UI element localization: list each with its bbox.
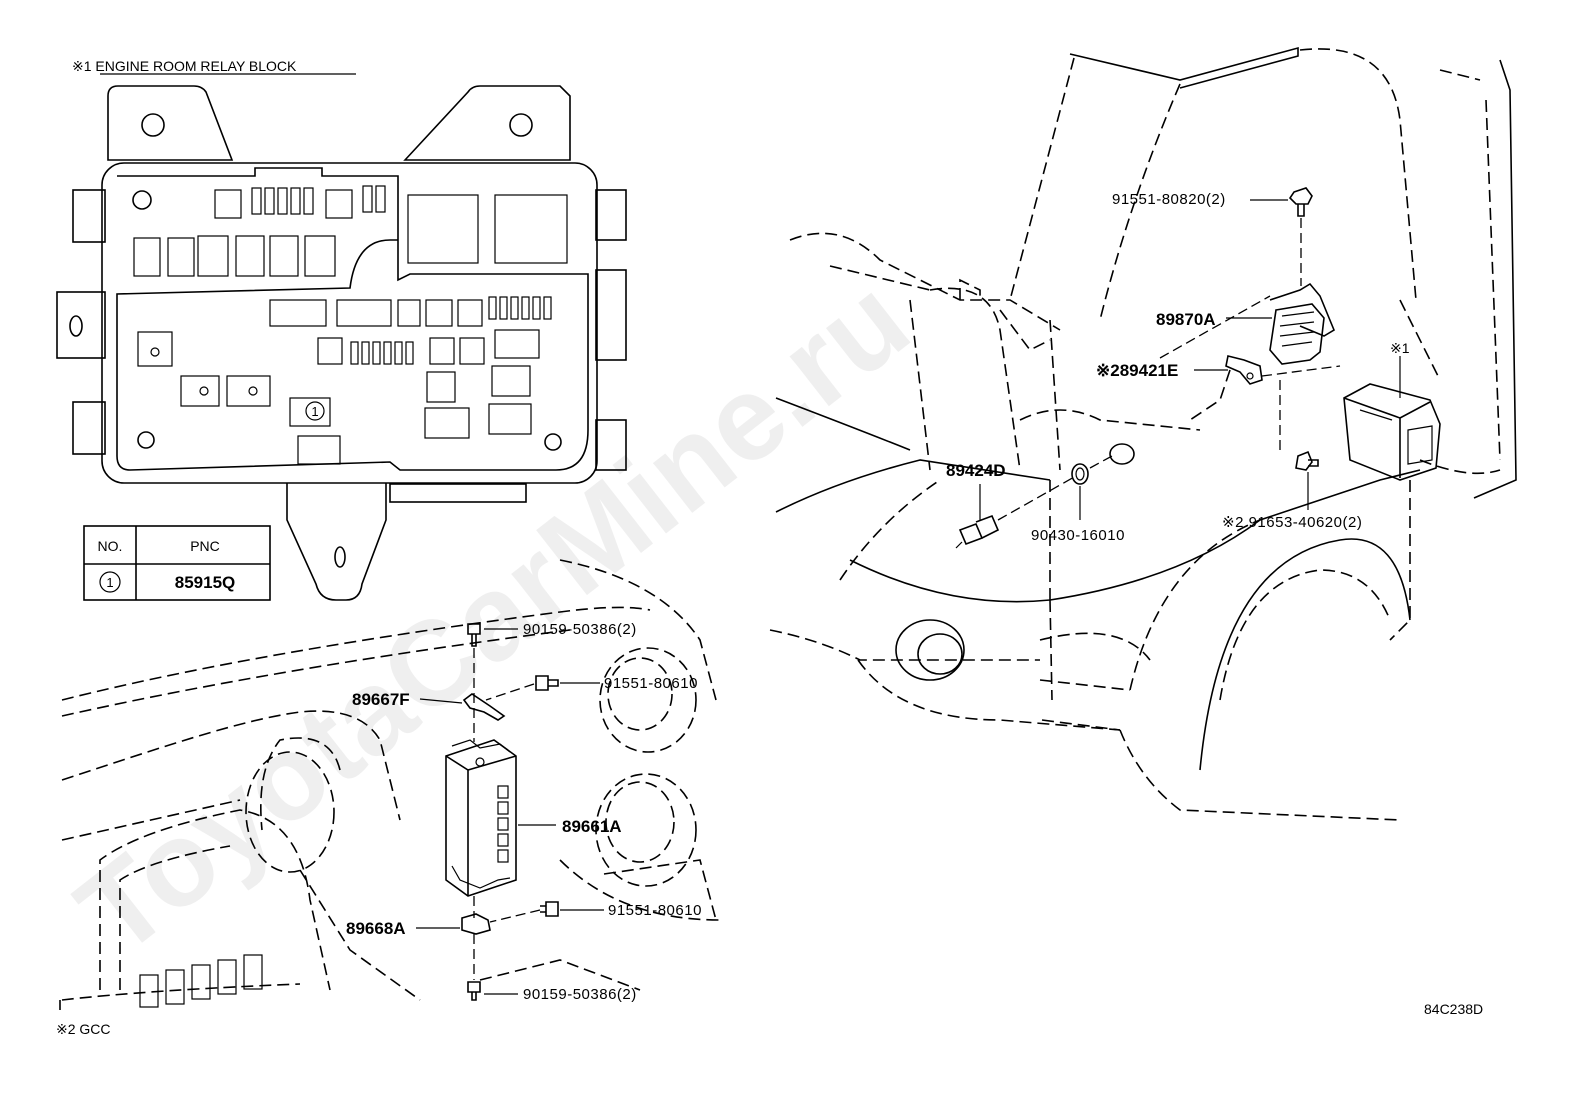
bolt-icon [535, 675, 559, 691]
label-screw-top: 90159-50386(2) [523, 621, 637, 638]
label-bolt-upper: 91551-80610 [604, 675, 698, 692]
svg-text:1: 1 [311, 404, 318, 419]
screw-icon [467, 981, 481, 1001]
relay-block-small-icon [1343, 383, 1441, 481]
bolt-icon [1288, 187, 1313, 217]
dashboard-illustration [59, 559, 721, 1010]
label-bracket-lower: 89668A [346, 919, 406, 938]
bracket-upper-icon [462, 693, 506, 721]
relay-block-ear-left [107, 85, 234, 161]
label-bolt-lower: 91551-80610 [608, 902, 702, 919]
sensor-89424D-icon [955, 514, 1000, 549]
table-cell-no: 1 [106, 575, 113, 590]
label-bolt-top: 91551-80820(2) [1112, 191, 1226, 208]
bracket-lower-icon [461, 913, 491, 935]
footnote: ※2 GCC [56, 1021, 111, 1037]
bolt-icon [540, 901, 559, 917]
note-1: ※1 [1390, 340, 1410, 356]
bracket-icon [1225, 355, 1263, 385]
label-bracket: ※289421E [1096, 361, 1178, 380]
table-header-no: NO. [98, 538, 123, 554]
label-bracket-upper: 89667F [352, 690, 410, 709]
gasket-icon [1071, 463, 1089, 485]
relay-block-body [101, 162, 598, 484]
label-ecu: 89870A [1156, 310, 1216, 329]
label-module: 89661A [562, 817, 622, 836]
label-screw-bottom: 90159-50386(2) [523, 986, 637, 1003]
table-cell-pnc: 85915Q [175, 573, 236, 592]
label-sensor: 89424D [946, 461, 1006, 480]
mount-hole [141, 113, 165, 137]
relay-position-marker [305, 401, 325, 421]
table-header-pnc: PNC [190, 538, 220, 554]
figure-code: 84C238D [1424, 1001, 1483, 1017]
relay-block-ear-right [403, 85, 571, 161]
ecu-89870A-icon [1269, 282, 1336, 365]
label-bolt-side: ※2 91653-40620(2) [1222, 514, 1362, 531]
vehicle-front-illustration [769, 46, 1517, 821]
screw-icon [467, 623, 481, 647]
mount-hole [509, 113, 533, 137]
bolt-icon [1295, 450, 1319, 471]
pnc-table: NO. PNC 1 85915Q [83, 525, 271, 601]
label-gasket: 90430-16010 [1031, 527, 1125, 544]
relay-block-bracket [286, 483, 387, 601]
relay-block-title: ※1 ENGINE ROOM RELAY BLOCK [72, 58, 297, 74]
dashboard-parts: 90159-50386(2) 91551-80610 89667F 89661 [346, 621, 702, 1003]
relay-block: ※1 ENGINE ROOM RELAY BLOCK [56, 58, 627, 601]
watermark: ToyotaCarMine.ru [54, 252, 933, 980]
engine-parts: 91551-80820(2) 89870A ※289421E ※1 ※2 916 [946, 187, 1441, 549]
module-89661A-icon [445, 739, 517, 897]
